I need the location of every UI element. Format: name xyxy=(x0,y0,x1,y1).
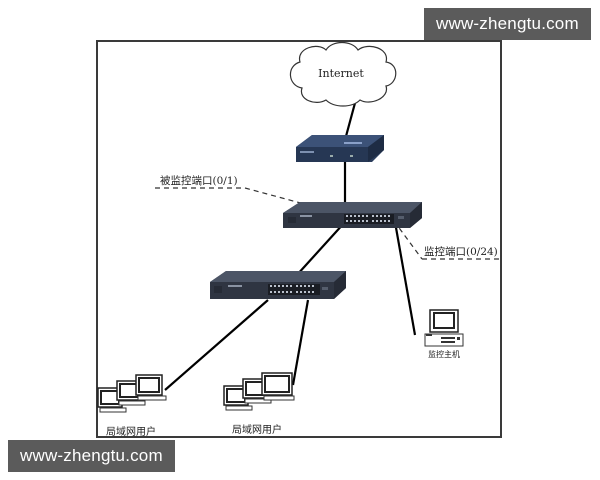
access-switch-device[interactable] xyxy=(210,271,346,299)
internet-label: Internet xyxy=(318,67,364,80)
lan-users-left-group[interactable]: 局域网用户 xyxy=(97,374,167,438)
link-access-lan-right xyxy=(291,299,310,386)
link-core-access-switch xyxy=(295,221,346,277)
diagram-frame xyxy=(96,40,502,438)
lan-users-right-group[interactable]: 局域网用户 xyxy=(223,372,295,436)
router-device[interactable] xyxy=(296,135,384,162)
link-access-lan-left xyxy=(164,299,269,391)
watermark-top-right: www-zhengtu.com xyxy=(424,8,591,40)
computer-icon xyxy=(424,309,464,347)
link-core-monitor-host xyxy=(393,221,417,336)
internet-cloud[interactable]: Internet xyxy=(289,41,397,107)
monitor-host-computer[interactable]: 监控主机 xyxy=(424,309,464,359)
port-annotation-lines xyxy=(155,187,502,260)
network-links xyxy=(164,102,417,391)
lan-users-left-label: 局域网用户 xyxy=(106,425,156,438)
router-icon xyxy=(296,135,384,162)
switch-icon xyxy=(283,202,422,228)
computers-icon xyxy=(223,372,295,411)
link-internet-router xyxy=(343,102,357,141)
watermark-bottom-left: www-zhengtu.com xyxy=(8,440,175,472)
monitor-host-label: 监控主机 xyxy=(428,349,460,359)
monitor-port-label: 监控端口(0/24) xyxy=(424,245,498,258)
computers-icon xyxy=(97,374,167,413)
cloud-icon xyxy=(289,41,397,107)
monitored-port-label: 被监控端口(0/1) xyxy=(160,174,238,187)
core-switch-device[interactable] xyxy=(283,202,422,228)
monitor-port-pointer xyxy=(393,220,423,260)
lan-users-right-label: 局域网用户 xyxy=(232,423,282,436)
switch-icon xyxy=(210,271,346,299)
